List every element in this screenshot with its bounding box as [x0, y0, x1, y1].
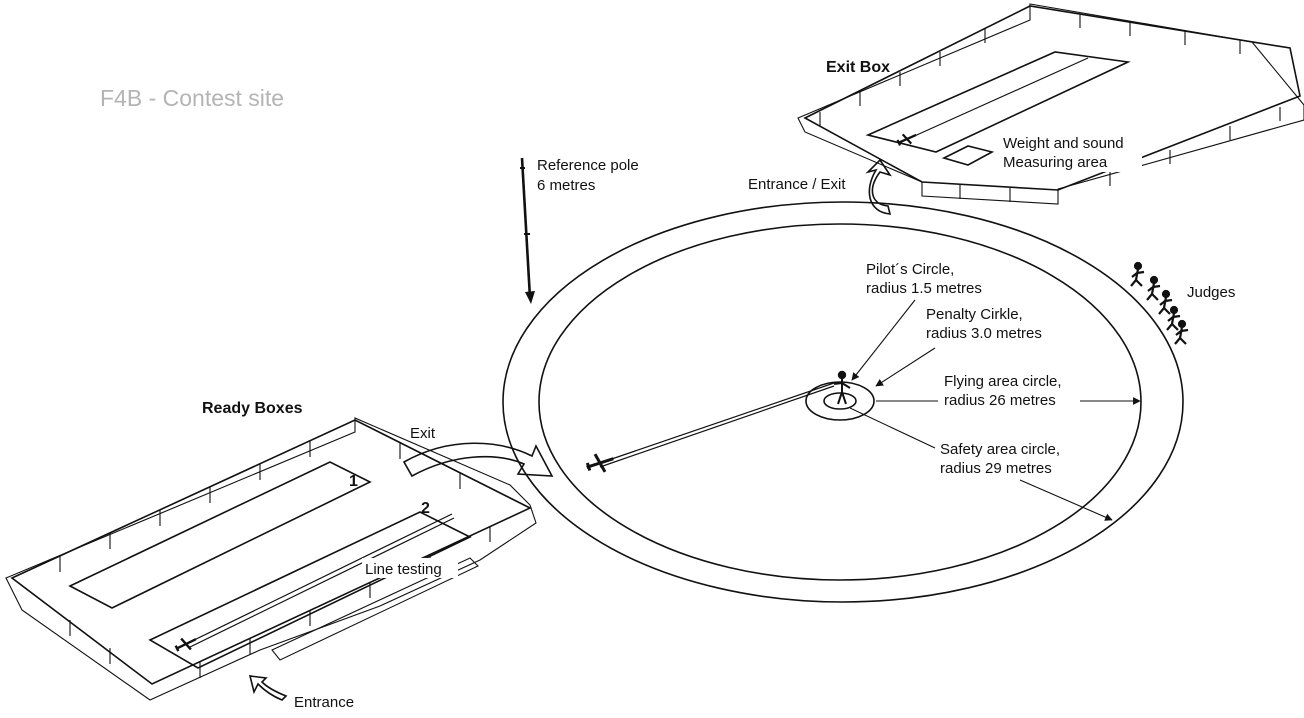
safety-circle-label-line1: Safety area circle, — [940, 441, 1060, 458]
entrance-exit-arrow-icon — [865, 158, 892, 215]
flying-circle-label-line1: Flying area circle, — [944, 373, 1062, 390]
penalty-circle-label-line1: Penalty Cirkle, — [926, 306, 1023, 323]
ready-entrance-arrow-icon — [248, 675, 288, 701]
ready-boxes: 1 2 Line testing Exit Entrance Ready Box… — [5, 400, 554, 711]
ready-box-1-number: 1 — [349, 473, 358, 490]
judge-icon — [1166, 305, 1181, 331]
weight-label-line1: Weight and sound — [1003, 135, 1124, 152]
reference-pole-label-line2: 6 metres — [537, 177, 595, 194]
exit-box-plane-icon — [896, 133, 917, 146]
judge-icon — [1146, 275, 1161, 301]
reference-pole: Reference pole 6 metres — [520, 157, 639, 304]
penalty-circle-label-line2: radius 3.0 metres — [926, 325, 1042, 342]
flying-area-circle — [538, 223, 1142, 581]
ready-box-2-number: 2 — [421, 500, 430, 517]
safety-circle-label-line2: radius 29 metres — [940, 460, 1052, 477]
pilot-circle-label-line2: radius 1.5 metres — [866, 280, 982, 297]
reference-pole-label-line1: Reference pole — [537, 157, 639, 174]
flying-field: Entrance / Exit Pilot´s Circle, radius 1… — [502, 158, 1184, 603]
pilot-circle-label-line1: Pilot´s Circle, — [866, 261, 954, 278]
ready-box-1 — [68, 461, 372, 609]
pilot-icon — [833, 370, 851, 405]
entrance-exit-label: Entrance / Exit — [748, 176, 846, 193]
ready-exit-label: Exit — [410, 425, 436, 442]
site-title: F4B - Contest site — [100, 85, 284, 111]
judge-icon — [1130, 261, 1145, 287]
judge-icon — [1174, 319, 1189, 345]
line-testing-label: Line testing — [365, 561, 442, 578]
weight-label-line2: Measuring area — [1003, 154, 1108, 171]
ready-box-2 — [148, 511, 472, 669]
ready-exit-arrow-icon — [402, 442, 554, 478]
safety-area-circle — [502, 201, 1184, 603]
ready-boxes-title: Ready Boxes — [202, 400, 303, 417]
judges — [1130, 261, 1189, 345]
model-plane-icon — [585, 453, 614, 473]
weight-measuring-square — [941, 145, 995, 166]
flying-circle-label-line2: radius 26 metres — [944, 392, 1056, 409]
ready-entrance-label: Entrance — [294, 694, 354, 711]
ready-box-plane-icon — [174, 637, 197, 652]
pilot-circle — [823, 392, 857, 410]
exit-box-title: Exit Box — [826, 59, 890, 76]
judges-label: Judges — [1187, 284, 1235, 301]
judge-icon — [1158, 289, 1173, 315]
penalty-circle — [805, 381, 875, 421]
exit-box: Exit Box Weight and sound Measuring area — [797, 3, 1304, 205]
